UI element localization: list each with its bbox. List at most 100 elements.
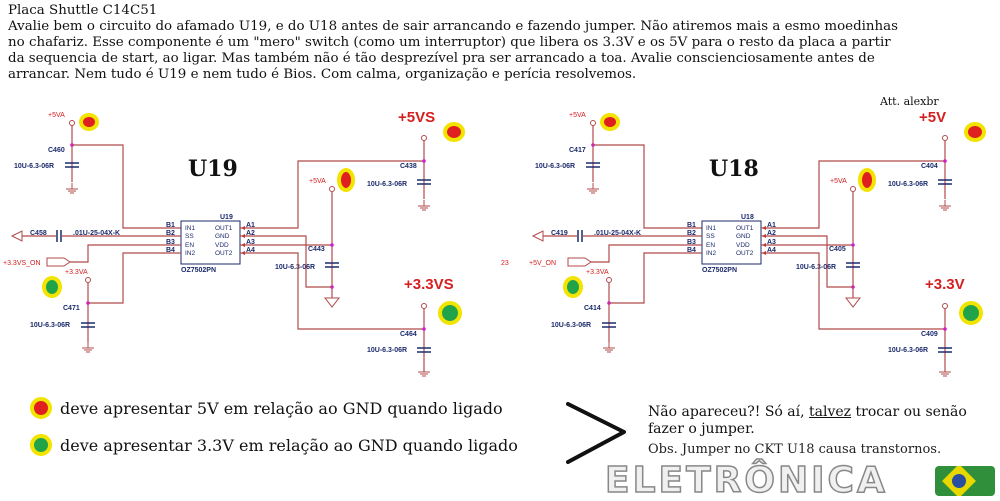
obs-text: Obs. Jumper no CKT U18 causa transtornos… [648,442,942,457]
pin-number: A4 [767,247,776,254]
pin-name: GND [215,233,230,240]
rail-label: +5VA [569,112,586,119]
cap-value: 10U-6.3-06R [551,322,591,329]
junction-dot [943,327,947,331]
ground-arrow-icon [844,297,862,308]
wire [609,252,702,304]
ground-icon [603,342,615,353]
wire [761,252,945,330]
cap-value: 10U-6.3-06R [367,347,407,354]
note-line: fazer o jumper. [648,421,755,437]
wire [70,244,181,263]
cap-value: 10U-6.3-06R [367,181,407,188]
rail-label: +3.3V [925,276,965,293]
brazil-flag-icon [935,466,995,496]
cap-value: 10U-6.3-06R [14,163,54,170]
pin-name: IN1 [706,225,717,232]
capacitor [81,322,95,328]
pin-number: A2 [246,230,255,237]
chip-body [701,220,762,265]
cap-ref: C464 [400,331,417,338]
cap-value: 10U-6.3-06R [535,163,575,170]
cap-ref: C443 [308,246,325,253]
green-test-point-icon [959,301,983,325]
note-part: trocar ou senão [851,404,967,420]
rail-pin-icon [942,303,948,309]
header-text: Placa Shuttle C14C51 Avalie bem o circui… [8,3,898,83]
header-line: da sequencia de start, ao ligar. Mas tam… [8,51,875,66]
cap-value: 10U-6.3-06R [275,264,315,271]
cap-value: 10U-6.3-06R [888,347,928,354]
pin-name: IN2 [185,250,196,257]
legend-item-red: deve apresentar 5V em relação ao GND qua… [30,397,503,419]
pin-name: VDD [736,242,750,249]
pin-number: B3 [687,239,696,246]
chip-part: OZ7502PN [181,267,216,274]
green-test-point-icon [438,301,462,325]
cap-ref: C471 [63,305,80,312]
pin-name: OUT1 [215,225,233,232]
wire [240,252,424,330]
cap-ref: C419 [551,230,568,237]
green-dot-icon [30,434,52,456]
chip-part: OZ7502PN [702,267,737,274]
header-line: arrancar. Nem tudo é U19 e nem tudo é Bi… [8,67,637,82]
pin-name: IN2 [706,250,717,257]
junction-dot [422,159,426,163]
pin-number: B1 [166,222,175,229]
signal-label: +3.3VS_ON [3,260,41,267]
junction-dot [330,243,334,247]
capacitor [938,179,952,185]
chip-ref: U18 [741,214,754,221]
circuit-title: U18 [709,156,759,182]
watermark-logo: ELETRÔNICA [604,460,888,501]
pin-number: A2 [767,230,776,237]
green-test-point-icon [563,276,583,298]
cap-ref: C460 [48,147,65,154]
rail-label: +5VA [309,178,326,185]
rail-label: +3.3VA [65,269,88,276]
cap-ref: C438 [400,163,417,170]
cap-ref: C404 [921,163,938,170]
cap-ref: C409 [921,331,938,338]
rail-pin-icon [421,135,427,141]
pin-number: B2 [687,230,696,237]
pin-name: IN1 [185,225,196,232]
header-line: no chafariz. Esse componente é um "mero"… [8,35,891,50]
rail-pin-icon [850,186,856,192]
red-test-point-icon [858,168,876,192]
red-test-point-icon [964,122,986,142]
rail-pin-icon [590,120,596,126]
capacitor [938,347,952,353]
wire [88,252,181,304]
capacitor [417,179,431,185]
ground-arrow-icon [531,230,544,242]
wire [593,144,702,229]
ground-icon [587,183,599,194]
pin-name: GND [736,233,751,240]
pin-number: A4 [246,247,255,254]
rail-pin-icon [329,186,335,192]
signal-port-icon [567,257,592,267]
cap-value: 10U-6.3-06R [30,322,70,329]
legend-item-green: deve apresentar 3.3V em relação ao GND q… [30,434,518,456]
cap-ref: C417 [569,147,586,154]
header-title: Placa Shuttle C14C51 [8,3,158,18]
rail-pin-icon [942,135,948,141]
wire [591,244,702,263]
rail-label: +5VA [830,178,847,185]
note-part: Não apareceu?! Só aí, [648,404,810,420]
pin-number: A1 [767,222,776,229]
wire [240,235,332,288]
junction-dot [943,159,947,163]
junction-dot [851,243,855,247]
pin-number: B4 [687,247,696,254]
note-emphasis: talvez [809,404,852,420]
junction-dot [851,285,855,289]
pin-number: B3 [166,239,175,246]
capacitor [325,262,339,268]
pin-number: A1 [246,222,255,229]
header-line: Avalie bem o circuito do afamado U19, e … [8,19,899,34]
